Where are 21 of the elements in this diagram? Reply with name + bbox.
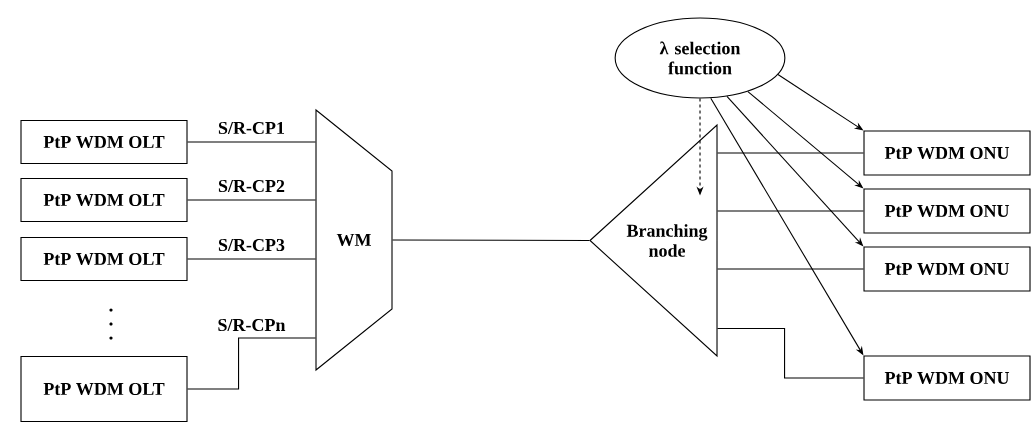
connector-line <box>392 239 590 242</box>
connector-line <box>187 199 316 201</box>
terminal-box: PtP WDM OLT <box>20 177 188 223</box>
connector-line <box>187 258 316 260</box>
terminal-box: PtP WDM ONU <box>863 130 1031 176</box>
terminal-box: PtP WDM ONU <box>863 355 1031 401</box>
terminal-box: PtP WDM OLT <box>20 236 188 282</box>
terminal-box: PtP WDM OLT <box>20 355 188 423</box>
connector-line <box>187 337 316 390</box>
connector-line <box>717 327 864 379</box>
terminal-box: PtP WDM OLT <box>20 119 188 165</box>
connector-line <box>717 210 864 212</box>
terminal-box: PtP WDM ONU <box>863 188 1031 234</box>
edge-label: S/R-CPn <box>218 318 286 332</box>
terminal-box: PtP WDM ONU <box>863 246 1031 292</box>
connector-line <box>187 141 316 143</box>
connector-line <box>717 152 864 154</box>
edge-label: S/R-CP2 <box>218 179 285 193</box>
edge-label: S/R-CP1 <box>218 121 285 135</box>
connector-line <box>717 268 864 270</box>
edge-label: S/R-CP3 <box>218 238 285 252</box>
